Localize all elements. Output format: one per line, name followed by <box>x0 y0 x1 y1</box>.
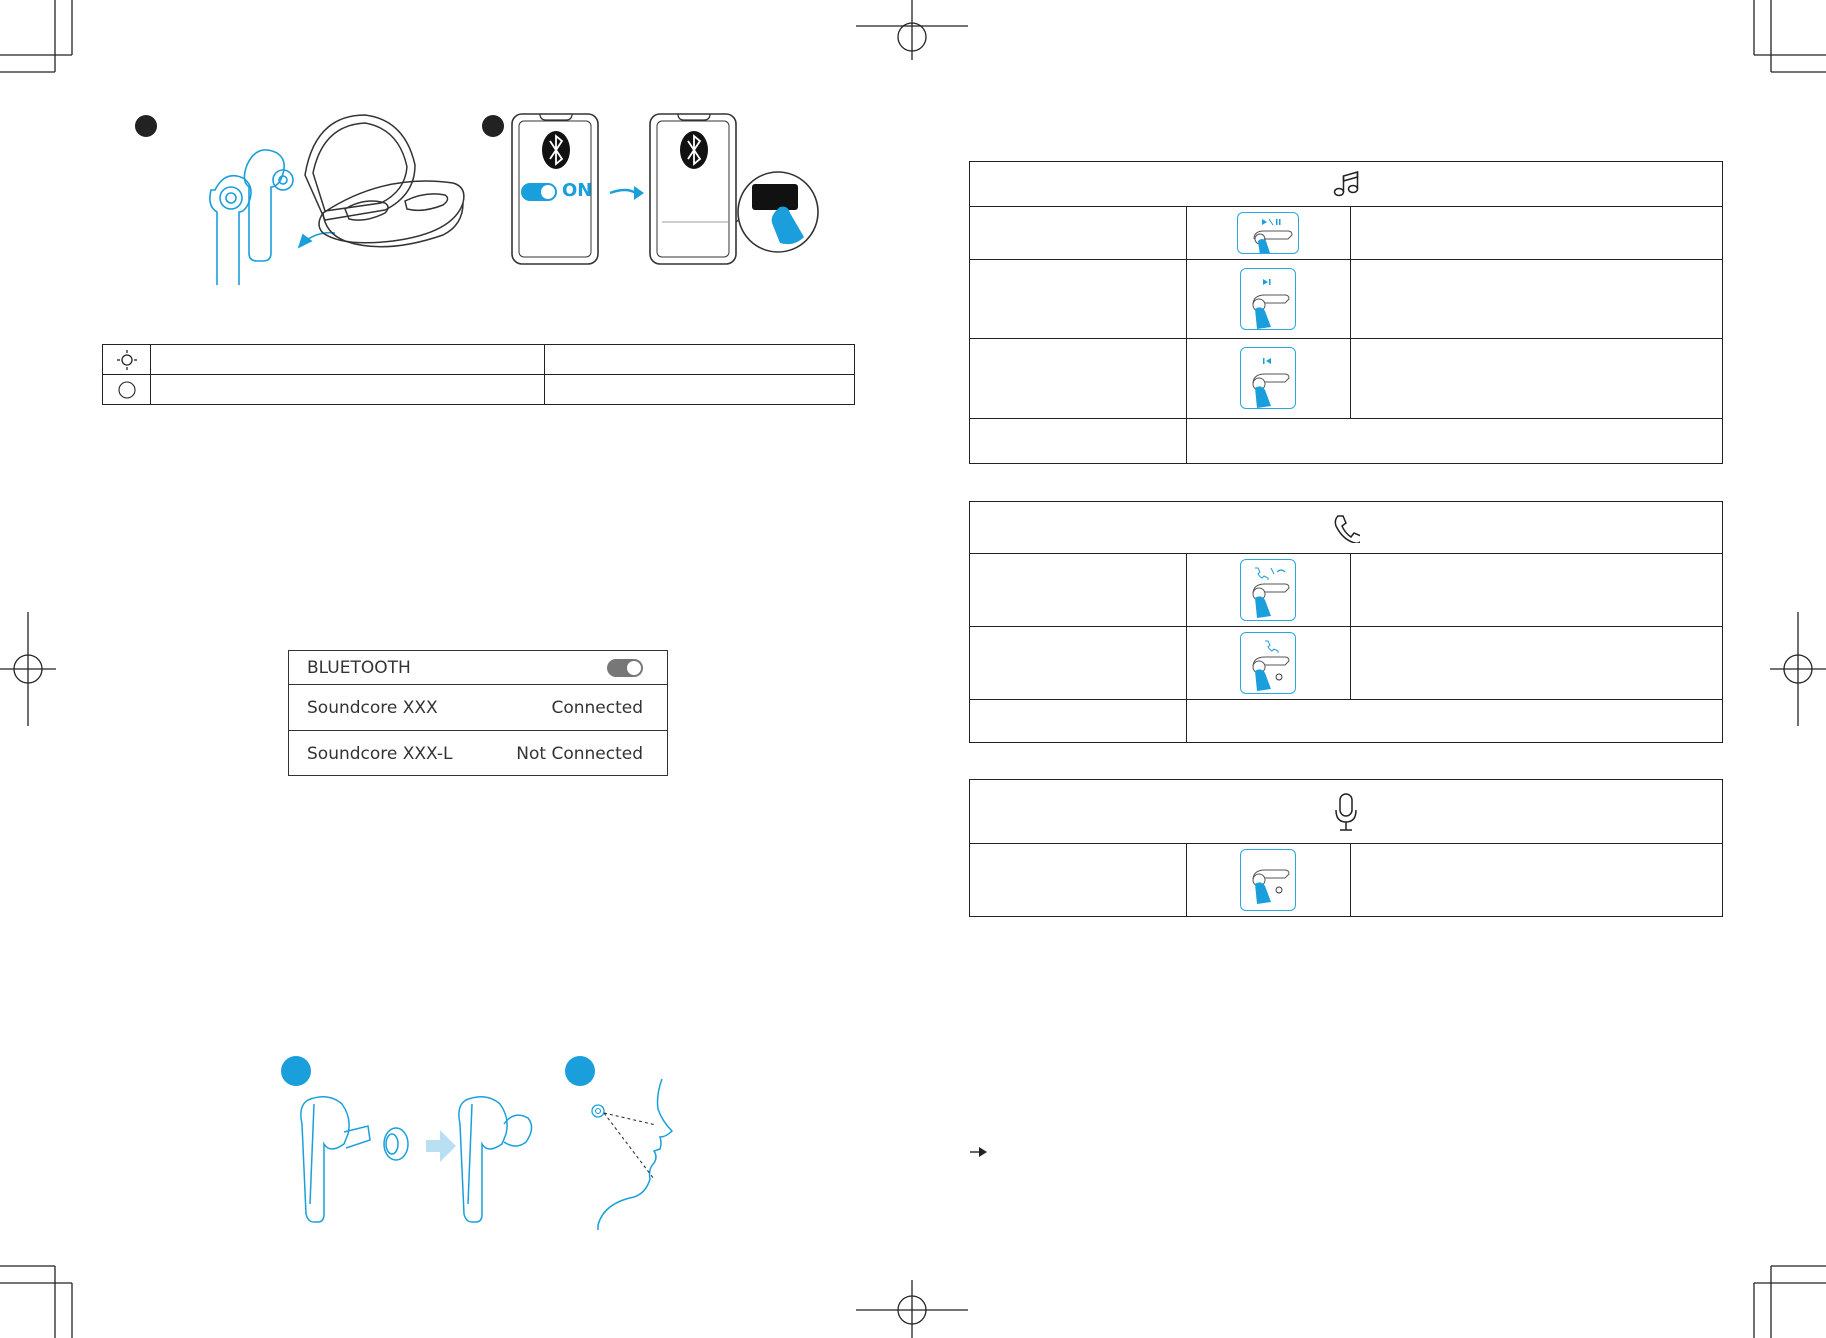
next-track-gesture-icon <box>1240 267 1296 330</box>
reject-call-gesture-icon <box>1240 631 1296 694</box>
device-name: Soundcore XXX <box>307 697 438 718</box>
bluetooth-header: BLUETOOTH <box>289 651 667 685</box>
call-controls-header <box>970 502 1722 554</box>
call-row-reject <box>970 626 1722 700</box>
led-row-light-on <box>103 345 854 375</box>
arrow-bullet-icon <box>970 1147 987 1157</box>
device-row-2[interactable]: Soundcore XXX-L Not Connected <box>289 731 667 777</box>
step-1-badge <box>135 115 157 137</box>
step-a-badge <box>281 1056 311 1086</box>
voice-assistant-table <box>969 779 1723 917</box>
music-controls-table <box>969 161 1723 464</box>
led-row-light-off <box>103 375 854 404</box>
play-pause-gesture-icon <box>1237 211 1299 254</box>
microphone-icon <box>1335 792 1357 831</box>
step-b-badge <box>565 1056 595 1086</box>
music-row-next-track <box>970 259 1722 339</box>
music-controls-header <box>970 162 1722 207</box>
light-off-icon <box>117 380 136 399</box>
call-row-extra <box>970 699 1722 742</box>
earbuds-out-of-case-illustration <box>209 114 465 285</box>
previous-track-gesture-icon <box>1240 347 1296 409</box>
device-row-1[interactable]: Soundcore XXX Connected <box>289 685 667 731</box>
light-on-icon <box>116 349 137 370</box>
music-row-play-pause <box>970 206 1722 260</box>
bluetooth-header-label: BLUETOOTH <box>307 657 411 678</box>
next-step-arrow <box>609 186 644 200</box>
music-note-icon <box>1333 171 1359 197</box>
phone-bluetooth-on-illustration <box>511 113 599 265</box>
call-row-answer-end <box>970 553 1722 627</box>
device-status: Not Connected <box>516 744 643 764</box>
phone-icon <box>1334 514 1360 543</box>
eartip-replacement-illustration <box>300 1096 533 1223</box>
voice-assistant-row <box>970 843 1722 916</box>
face-profile-illustration <box>591 1078 674 1230</box>
phone-select-device-illustration <box>649 113 819 265</box>
device-name: Soundcore XXX-L <box>307 744 453 764</box>
music-row-previous-track <box>970 338 1722 419</box>
answer-end-call-gesture-icon <box>1240 558 1296 621</box>
music-row-volume <box>970 418 1722 463</box>
call-controls-table <box>969 501 1723 743</box>
voice-assistant-gesture-icon <box>1240 848 1296 911</box>
led-status-table <box>102 344 855 405</box>
bluetooth-settings-panel: BLUETOOTH Soundcore XXX Connected Soundc… <box>288 650 668 776</box>
step-2-badge <box>482 115 504 137</box>
device-status: Connected <box>551 697 643 718</box>
voice-assistant-header <box>970 780 1722 844</box>
bluetooth-toggle[interactable] <box>607 658 643 677</box>
bluetooth-on-label: ON <box>562 180 593 201</box>
